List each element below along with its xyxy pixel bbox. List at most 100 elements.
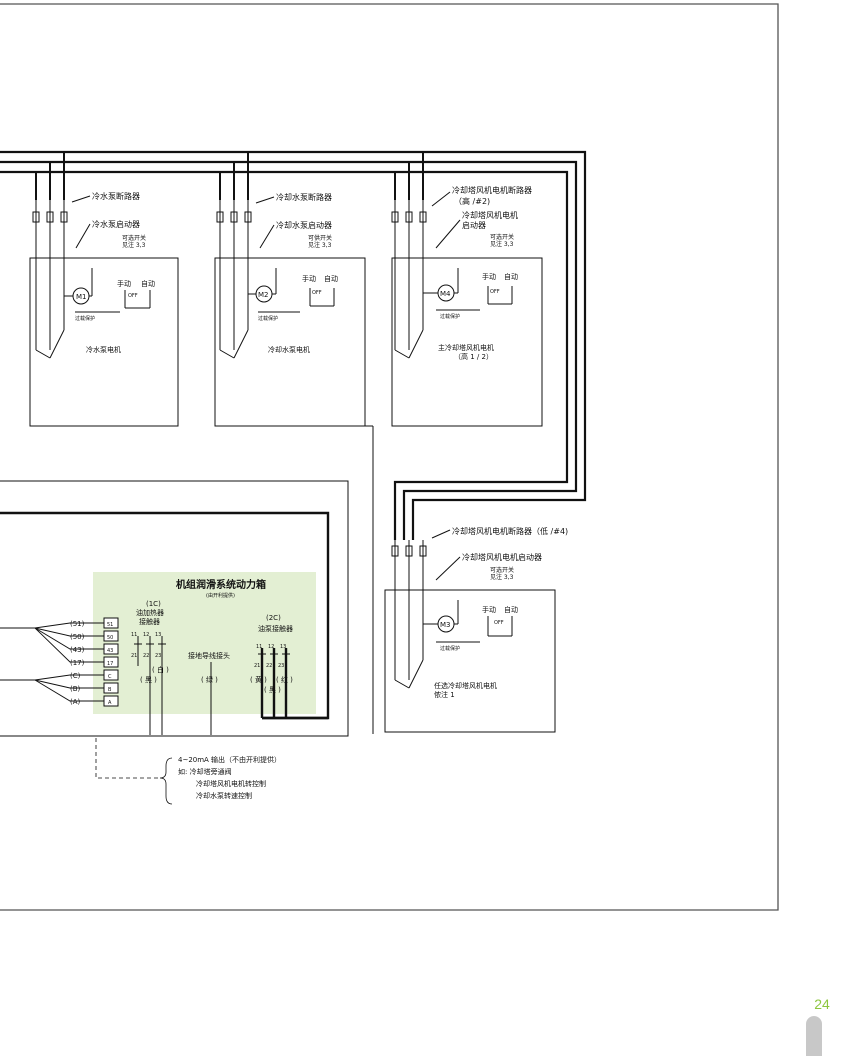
svg-text:43: 43 bbox=[107, 648, 113, 654]
tower-opt-overload-label: 过载保护 bbox=[440, 645, 460, 652]
chw-off-label: OFF bbox=[128, 293, 138, 299]
chw-hand-label: 手动 bbox=[117, 279, 131, 288]
svg-text:17: 17 bbox=[107, 661, 113, 667]
tower-opt-auto-label: 自动 bbox=[504, 605, 518, 614]
svg-text:(50): (50) bbox=[70, 633, 85, 641]
lube-box-title: 机组润滑系统动力箱 bbox=[176, 578, 266, 591]
tower-main-starter-label: 冷却塔风机电机 bbox=[462, 210, 518, 220]
chw-pump-circuit bbox=[29, 152, 179, 427]
output-dashed-line bbox=[0, 735, 160, 779]
output-note-line1: 如: 冷却塔旁通阀 bbox=[178, 767, 232, 776]
tower-main-switch-label: 可选开关 bbox=[490, 233, 514, 241]
c1-desc: 油加热器 bbox=[136, 608, 164, 617]
c2-label: (2C) bbox=[266, 614, 281, 622]
chw-breaker-label: 冷水泵断路器 bbox=[92, 191, 140, 201]
tower-opt-breaker-label: 冷却塔风机电机断路器（低 /#4) bbox=[452, 526, 568, 536]
cdw-starter-label: 冷却水泵启动器 bbox=[276, 220, 332, 230]
svg-text:(17): (17) bbox=[70, 659, 85, 667]
c2-contacts bbox=[258, 648, 328, 720]
output-brace bbox=[159, 757, 173, 805]
c2-yellow-label: ( 黄 ) bbox=[250, 675, 267, 684]
c1-black-label: ( 黑 ) bbox=[140, 676, 157, 684]
c2-aux-22: 22 bbox=[266, 663, 272, 669]
tower-opt-motor-id: M3 bbox=[440, 621, 451, 629]
svg-text:C: C bbox=[108, 674, 112, 680]
c1-contact-11: 11 bbox=[131, 632, 137, 638]
tower-main-auto-label: 自动 bbox=[504, 272, 518, 281]
tower-main-motor-label: 主冷却塔风机电机 bbox=[438, 343, 494, 352]
terminal-wires bbox=[0, 622, 104, 702]
tower-main-overload-label: 过载保护 bbox=[440, 313, 460, 320]
c1-contacts bbox=[134, 636, 166, 735]
lube-outer-frame bbox=[0, 480, 349, 737]
chw-motor-id: M1 bbox=[76, 293, 87, 301]
svg-text:A: A bbox=[108, 700, 112, 706]
output-note-line3: 冷却水泵转速控制 bbox=[196, 791, 252, 800]
svg-text:(B): (B) bbox=[70, 685, 81, 693]
terminal-numbers: 51 50 43 17 C B A bbox=[107, 622, 113, 706]
c2-blue-label: ( 黑 ) bbox=[264, 686, 281, 694]
c2-contact-12: 12 bbox=[268, 644, 274, 650]
cdw-switch-label: 可供开关 bbox=[308, 234, 332, 242]
tower-main-breaker-note: （高 /#2) bbox=[454, 196, 490, 206]
tower-main-circuit bbox=[365, 152, 543, 734]
svg-text:(A): (A) bbox=[70, 698, 81, 706]
c2-red-label: ( 红 ) bbox=[276, 675, 293, 684]
lube-box-subtitle: (由开利提供) bbox=[206, 592, 235, 599]
tower-opt-motor-note: 侬注 1 bbox=[434, 690, 455, 699]
cdw-breaker-label: 冷却水泵断路器 bbox=[276, 192, 332, 202]
tower-opt-switch-note: 见注 3,3 bbox=[490, 573, 514, 581]
tower-opt-circuit bbox=[384, 540, 556, 733]
svg-text:51: 51 bbox=[107, 622, 113, 628]
tower-main-motor-id: M4 bbox=[440, 290, 451, 298]
main-bus bbox=[0, 150, 587, 540]
output-note-line2: 冷却塔风机电机转控制 bbox=[196, 779, 266, 788]
wire-tags: (51) (50) (43) (17) (C) (B) (A) bbox=[70, 620, 85, 706]
page-number: 24 bbox=[814, 996, 830, 1012]
page-frame bbox=[0, 3, 779, 911]
cdw-motor-label: 冷却水泵电机 bbox=[268, 345, 310, 354]
chw-starter-label: 冷水泵启动器 bbox=[92, 219, 140, 229]
c2-desc: 油泵接触器 bbox=[258, 624, 293, 633]
chw-auto-label: 自动 bbox=[141, 279, 155, 288]
c2-aux-21: 21 bbox=[254, 663, 260, 669]
svg-text:(43): (43) bbox=[70, 646, 85, 654]
ground-green-label: ( 绿 ) bbox=[201, 675, 218, 684]
tower-main-hand-label: 手动 bbox=[482, 272, 496, 281]
tower-opt-off-label: OFF bbox=[494, 620, 504, 626]
c1-aux-23: 23 bbox=[155, 653, 161, 659]
c2-aux-23: 23 bbox=[278, 663, 284, 669]
cdw-off-label: OFF bbox=[312, 290, 322, 296]
tower-main-motor-note: （高 1 / 2） bbox=[454, 352, 493, 361]
tower-opt-motor-label: 任选冷却塔风机电机 bbox=[434, 681, 497, 690]
svg-text:(51): (51) bbox=[70, 620, 85, 628]
c1-aux-22: 22 bbox=[143, 653, 149, 659]
chw-overload-label: 过载保护 bbox=[75, 315, 95, 322]
cdw-auto-label: 自动 bbox=[324, 274, 338, 283]
chw-switch-label: 可选开关 bbox=[122, 234, 146, 242]
c1-desc2: 接触器 bbox=[139, 617, 160, 626]
lube-box-bg bbox=[93, 572, 316, 714]
c2-contact-11: 11 bbox=[256, 644, 262, 650]
tower-main-starter-note: 启动器 bbox=[462, 220, 486, 230]
tower-main-switch-note: 见注 3,3 bbox=[490, 240, 514, 248]
c2-contact-13: 13 bbox=[280, 644, 286, 650]
c1-label: (1C) bbox=[146, 600, 161, 608]
tower-main-breaker-label: 冷却塔风机电机断路器 bbox=[452, 185, 532, 195]
tower-opt-starter-label: 冷却塔风机电机启动器 bbox=[462, 552, 542, 562]
tower-main-off-label: OFF bbox=[490, 289, 500, 295]
output-note-title: 4~20mA 输出（不由开利提供） bbox=[178, 755, 281, 764]
cdw-motor-id: M2 bbox=[258, 291, 269, 299]
svg-text:B: B bbox=[108, 687, 112, 693]
tower-opt-switch-label: 可选开关 bbox=[490, 566, 514, 574]
cdw-hand-label: 手动 bbox=[302, 274, 316, 283]
svg-text:(C): (C) bbox=[70, 672, 81, 680]
terminal-strip bbox=[103, 617, 119, 707]
c1-aux-21: 21 bbox=[131, 653, 137, 659]
cdw-pump-circuit bbox=[214, 152, 366, 427]
svg-text:50: 50 bbox=[107, 635, 113, 641]
c1-contact-13: 13 bbox=[155, 632, 161, 638]
tower-opt-hand-label: 手动 bbox=[482, 605, 496, 614]
page-tab-marker bbox=[806, 1016, 822, 1056]
